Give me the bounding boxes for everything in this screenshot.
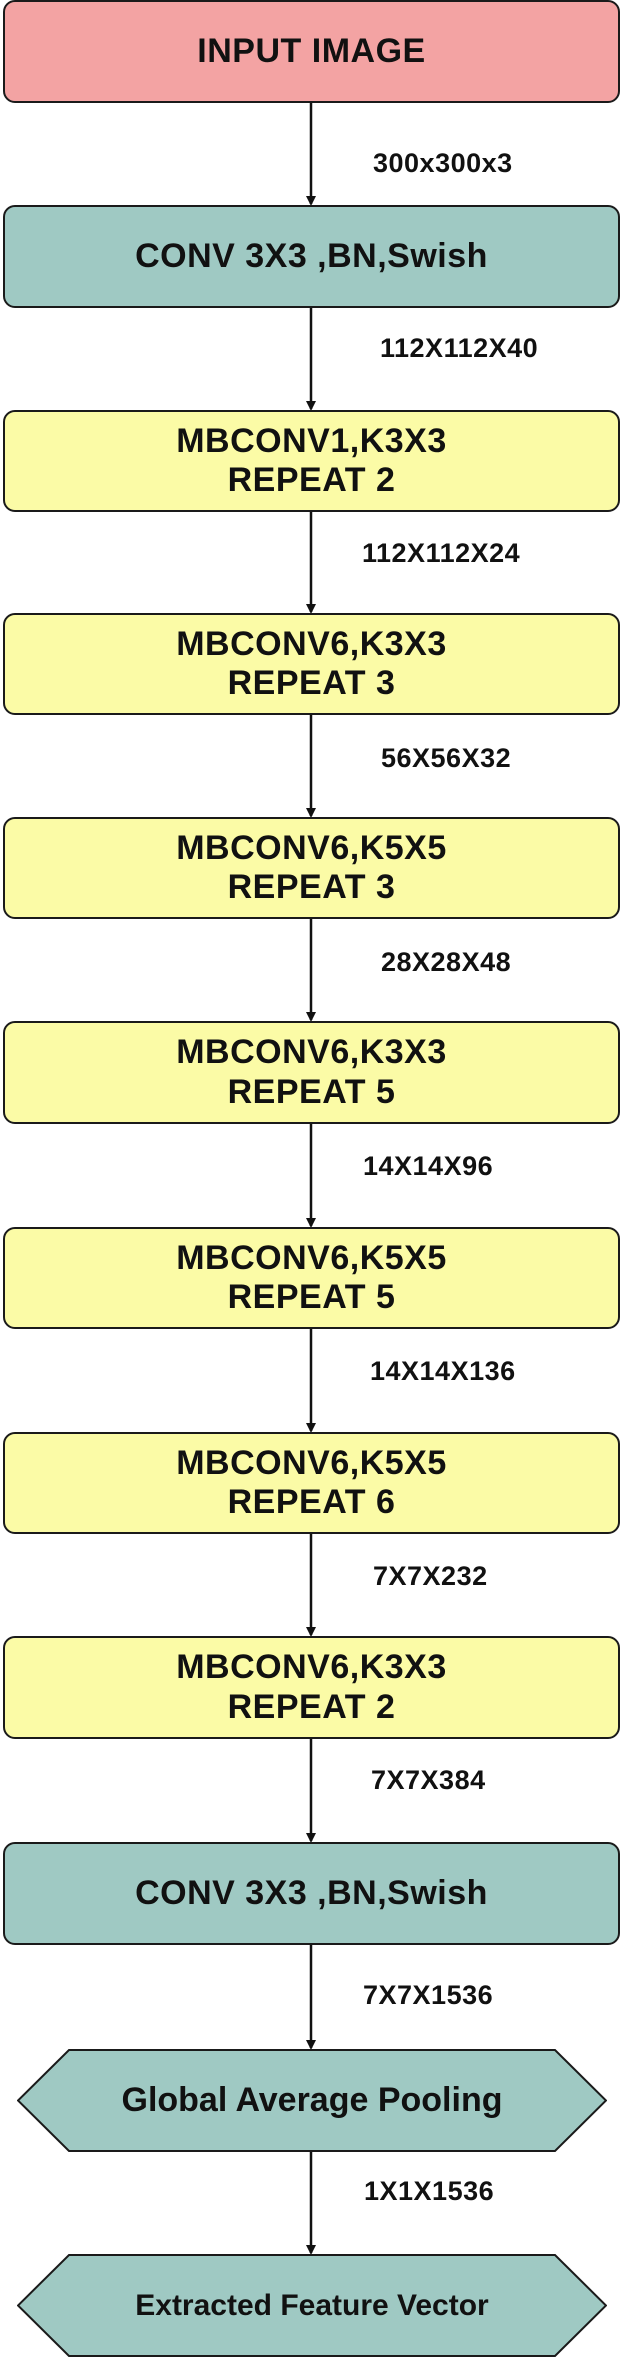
global-average-pooling-label: Global Average Pooling: [121, 2081, 503, 2119]
conv-head-node: CONV 3X3 ,BN,Swish: [3, 1842, 620, 1945]
node-repeat-label: REPEAT 6: [227, 1483, 396, 1521]
extracted-feature-vector-label: Extracted Feature Vector: [135, 2288, 489, 2322]
node-title: MBCONV6,K5X5: [176, 1238, 447, 1277]
node-title: MBCONV1,K3X3: [176, 421, 447, 460]
tensor-shape-label: 112X112X24: [362, 538, 521, 568]
input-image-node: INPUT IMAGE: [3, 0, 620, 103]
node-title: CONV 3X3 ,BN,Swish: [135, 236, 488, 275]
global-average-pooling-node: Global Average Pooling: [17, 2049, 607, 2152]
node-title: MBCONV6,K3X3: [176, 624, 447, 663]
tensor-shape-label: 28X28X48: [381, 947, 512, 977]
global-average-pooling-hexagon-shape: [17, 2049, 607, 2152]
node-title: INPUT IMAGE: [197, 31, 426, 70]
conv-stem-node: CONV 3X3 ,BN,Swish: [3, 205, 620, 308]
tensor-shape-label: 1X1X1536: [364, 2176, 495, 2206]
extracted-feature-vector-node: Extracted Feature Vector: [17, 2254, 607, 2357]
extracted-feature-vector-hexagon-shape: [17, 2254, 607, 2357]
node-repeat-label: REPEAT 2: [227, 461, 396, 499]
tensor-shape-label: 7X7X384: [371, 1765, 486, 1795]
tensor-shape-label: 112X112X40: [380, 333, 539, 363]
node-repeat-label: REPEAT 3: [227, 664, 396, 702]
tensor-shape-label: 14X14X96: [363, 1151, 494, 1181]
node-title: MBCONV6,K3X3: [176, 1033, 447, 1072]
node-title: MBCONV6,K5X5: [176, 1443, 447, 1482]
tensor-shape-label: 14X14X136: [370, 1356, 516, 1386]
node-title: MBCONV6,K5X5: [176, 828, 447, 867]
node-title: MBCONV6,K3X3: [176, 1648, 447, 1687]
node-repeat-label: REPEAT 5: [227, 1278, 396, 1316]
node-repeat-label: REPEAT 5: [227, 1072, 396, 1111]
tensor-shape-label: 300x300x3: [373, 148, 513, 178]
tensor-shape-label: 7X7X1536: [363, 1980, 494, 2010]
tensor-shape-label: 7X7X232: [373, 1561, 488, 1591]
node-title: CONV 3X3 ,BN,Swish: [135, 1873, 488, 1912]
node-repeat-label: REPEAT 2: [227, 1687, 396, 1726]
node-repeat-label: REPEAT 3: [227, 868, 396, 906]
tensor-shape-label: 56X56X32: [381, 743, 512, 773]
